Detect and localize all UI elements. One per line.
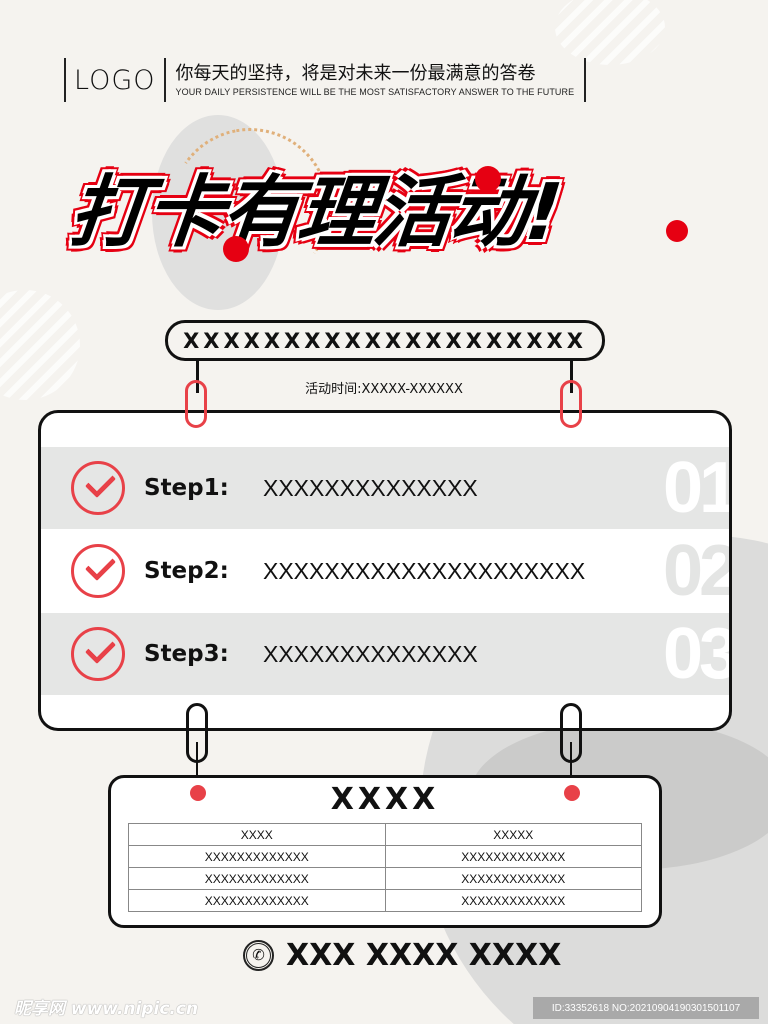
table-header: XXXX xyxy=(128,823,386,846)
step-label: Step1: xyxy=(144,475,229,501)
table-cell: XXXXXXXXXXXXX xyxy=(128,867,386,890)
slogan-cn: 你每天的坚持，将是对未来一份最满意的答卷 xyxy=(175,63,536,84)
table-cell: XXXXXXXXXXXXX xyxy=(128,889,386,912)
table-row: XXXXXXXXXXXXX XXXXXXXXXXXXX xyxy=(128,867,642,890)
hanging-line xyxy=(196,361,199,393)
page-title: 打卡有理活动! xyxy=(60,158,720,278)
header: LOGO 你每天的坚持，将是对未来一份最满意的答卷 YOUR DAILY PER… xyxy=(64,58,587,102)
table-header-row: XXXX XXXXX xyxy=(128,823,642,846)
title-red-dot xyxy=(223,236,249,262)
step-value: XXXXXXXXXXXXXXXXXXXXX xyxy=(263,557,586,584)
step-row: Step3: XXXXXXXXXXXXXX 03 xyxy=(41,613,729,695)
event-banner: XXXXXXXXXXXXXXXXXXXX xyxy=(165,320,605,361)
logo: LOGO xyxy=(74,64,156,96)
steps-card: Step1: XXXXXXXXXXXXXX 01 Step2: XXXXXXXX… xyxy=(38,410,732,731)
event-date: 活动时间:XXXXX-XXXXXX xyxy=(305,382,463,397)
hanging-line xyxy=(570,742,572,786)
step-label: Step2: xyxy=(144,558,229,584)
paper-clip-icon xyxy=(560,380,582,428)
title-red-dot xyxy=(475,166,501,192)
title-red-dot xyxy=(666,220,688,242)
watermark-id: ID:33352618 NO:20210904190301501107 xyxy=(533,997,759,1019)
check-circle-icon xyxy=(71,627,125,681)
check-circle-icon xyxy=(71,544,125,598)
step-label: Step3: xyxy=(144,641,229,667)
hanging-line xyxy=(570,361,573,393)
check-circle-icon xyxy=(71,461,125,515)
slogan-en: YOUR DAILY PERSISTENCE WILL BE THE MOST … xyxy=(175,87,575,97)
table-cell: XXXXXXXXXXXXX xyxy=(384,867,642,890)
step-row: Step2: XXXXXXXXXXXXXXXXXXXXX 02 xyxy=(41,530,729,612)
divider xyxy=(163,58,166,102)
red-dot xyxy=(564,785,580,801)
contact-phone: ✆ XXX XXXX XXXX xyxy=(243,938,561,973)
table-cell: XXXXXXXXXXXXX xyxy=(384,889,642,912)
step-value: XXXXXXXXXXXXXX xyxy=(263,474,478,501)
slogan: 你每天的坚持，将是对未来一份最满意的答卷 YOUR DAILY PERSISTE… xyxy=(166,58,585,102)
info-card: XXXX XXXX XXXXX XXXXXXXXXXXXX XXXXXXXXXX… xyxy=(108,775,662,928)
table-cell: XXXXXXXXXXXXX xyxy=(128,845,386,868)
step-value: XXXXXXXXXXXXXX xyxy=(263,640,478,667)
info-table: XXXX XXXXX XXXXXXXXXXXXX XXXXXXXXXXXXX X… xyxy=(128,823,642,912)
phone-number: XXX XXXX XXXX xyxy=(286,938,562,973)
divider xyxy=(584,58,587,102)
red-dot xyxy=(190,785,206,801)
table-cell: XXXXXXXXXXXXX xyxy=(384,845,642,868)
watermark-site: 昵享网 www.nipic.cn xyxy=(14,999,199,1019)
paper-clip-icon xyxy=(185,380,207,428)
step-number: 02 xyxy=(663,531,732,611)
info-card-title: XXXX xyxy=(330,782,440,817)
background-circle-title xyxy=(152,115,284,310)
step-number: 03 xyxy=(663,614,732,694)
table-row: XXXXXXXXXXXXX XXXXXXXXXXXXX xyxy=(128,889,642,912)
hanging-line xyxy=(196,742,198,786)
step-row: Step1: XXXXXXXXXXXXXX 01 xyxy=(41,447,729,529)
phone-icon: ✆ xyxy=(243,940,274,971)
table-header: XXXXX xyxy=(384,823,642,846)
step-number: 01 xyxy=(663,448,732,528)
divider xyxy=(64,58,66,102)
table-row: XXXXXXXXXXXXX XXXXXXXXXXXXX xyxy=(128,845,642,868)
decorative-stripes-right xyxy=(555,0,665,65)
